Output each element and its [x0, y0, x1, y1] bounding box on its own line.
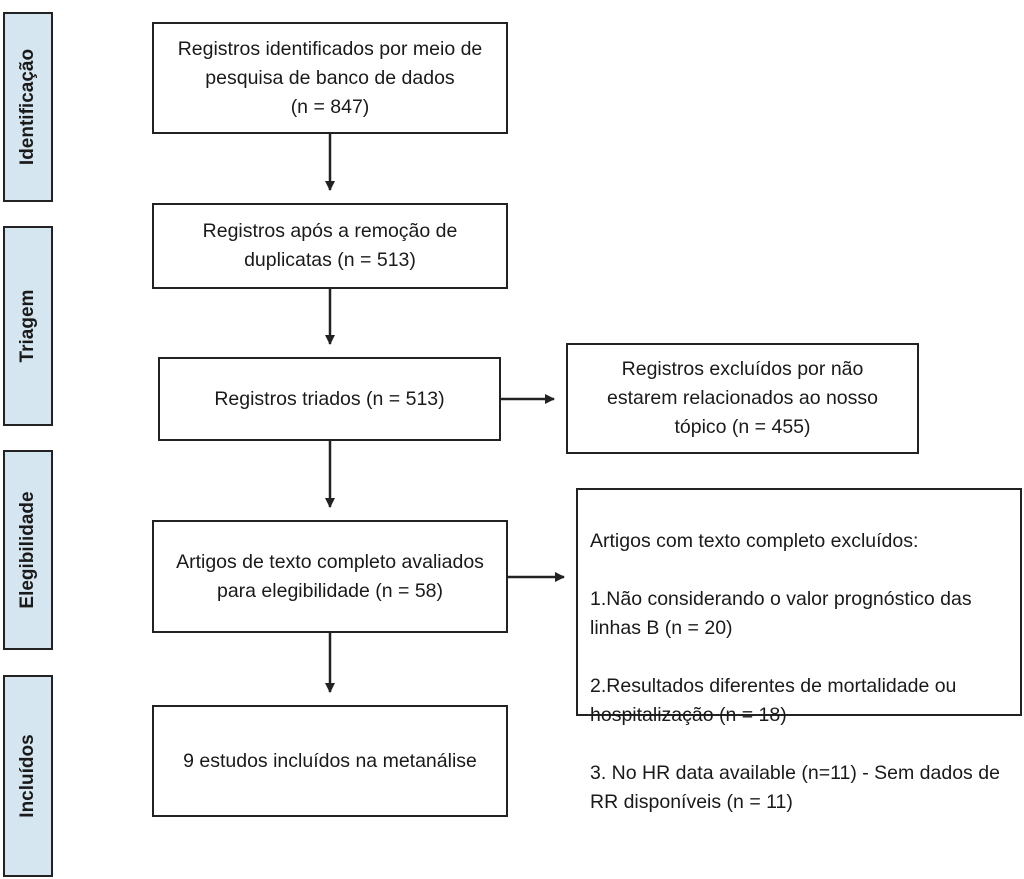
box-included: 9 estudos incluídos na metanálise	[152, 705, 508, 817]
excluded-reason-item: 2.Resultados diferentes de mortalidade o…	[590, 675, 957, 726]
excluded-reason-item: 1.Não considerando o valor prognóstico d…	[590, 588, 972, 639]
box-full-text-assessed: Artigos de texto completo avaliados para…	[152, 520, 508, 633]
phase-identificacao-label: Identificação	[17, 48, 38, 166]
phase-triagem-label: Triagem	[17, 289, 38, 363]
box-identified: Registros identificados por meio de pesq…	[152, 22, 508, 134]
phase-incluidos: Incluídos	[3, 675, 53, 877]
box-identified-text: Registros identificados por meio de pesq…	[177, 37, 483, 118]
box-full-text-assessed-text: Artigos de texto completo avaliados para…	[176, 550, 484, 602]
box-screened: Registros triados (n = 513)	[158, 357, 501, 441]
box-after-duplicates: Registros após a remoção de duplicatas (…	[152, 203, 508, 289]
box-excluded-records: Registros excluídos por não estarem rela…	[566, 343, 919, 454]
full-text-excluded-heading: Artigos com texto completo excluídos:	[590, 530, 919, 552]
phase-elegibilidade: Elegibilidade	[3, 450, 53, 650]
phase-triagem: Triagem	[3, 226, 53, 426]
box-excluded-records-text: Registros excluídos por não estarem rela…	[607, 358, 878, 438]
box-full-text-excluded: Artigos com texto completo excluídos: 1.…	[576, 488, 1022, 813]
phase-identificacao: Identificação	[3, 12, 53, 202]
box-after-duplicates-text: Registros após a remoção de duplicatas (…	[202, 220, 458, 271]
phase-elegibilidade-label: Elegibilidade	[17, 491, 38, 609]
box-screened-text: Registros triados (n = 513)	[214, 387, 445, 410]
phase-incluidos-label: Incluídos	[17, 734, 38, 818]
box-included-text: 9 estudos incluídos na metanálise	[183, 749, 477, 772]
excluded-reason-item: 3. No HR data available (n=11) - Sem dad…	[590, 762, 1000, 813]
